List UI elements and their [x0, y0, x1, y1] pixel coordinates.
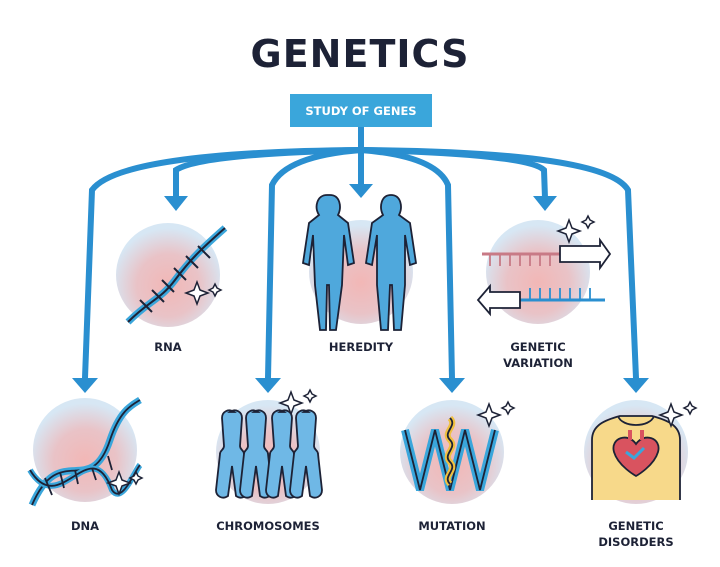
disorders-label-line1: GENETIC: [608, 519, 664, 533]
disorders-label: GENETIC DISORDERS: [581, 518, 691, 550]
variation-label: GENETIC VARIATION: [478, 339, 598, 371]
dna-double-helix-icon: [27, 397, 143, 507]
variation-label-line2: VARIATION: [503, 356, 573, 370]
sparkle-icon: [475, 400, 516, 429]
sparkle-icon: [277, 388, 318, 417]
arrowhead-mutation: [439, 378, 465, 393]
heart-torso-icon: [591, 415, 681, 500]
root-node-box: STUDY OF GENES: [290, 94, 432, 127]
parent-child-silhouette-icon: [301, 194, 418, 331]
chromosomes-label: CHROMOSOMES: [216, 519, 320, 533]
variation-node: [476, 214, 612, 324]
gene-strand-arrows-icon: [476, 237, 612, 317]
arrowhead-heredity: [349, 184, 373, 198]
mutation-node: [400, 400, 516, 504]
arrowhead-variation: [533, 196, 557, 211]
disorders-label-line2: DISORDERS: [598, 535, 674, 549]
variation-label-line1: GENETIC: [510, 340, 566, 354]
sparkle-icon: [657, 400, 698, 429]
rna-circle: [116, 223, 220, 327]
dna-label: DNA: [70, 519, 100, 533]
arrowheads: [72, 184, 649, 393]
connector-lines: [82, 124, 639, 381]
rna-node: [116, 223, 228, 327]
disorders-node: [584, 400, 698, 504]
heredity-label: HEREDITY: [328, 340, 394, 354]
arrowhead-chromosomes: [255, 378, 281, 393]
connector-disorders: [358, 147, 639, 381]
diagram-title: GENETICS: [250, 32, 470, 76]
chromosome-pair-icon: [215, 409, 323, 499]
arrowhead-dna: [72, 378, 98, 393]
root-node-label: STUDY OF GENES: [305, 103, 417, 118]
arrowhead-rna: [164, 196, 188, 211]
rna-helix-icon: [125, 225, 228, 325]
sparkle-icon: [555, 214, 596, 245]
rna-label: RNA: [154, 340, 182, 354]
heredity-node: [301, 194, 418, 331]
sparkle-icon: [183, 279, 223, 307]
sparkle-icon: [105, 469, 144, 497]
dna-node: [27, 397, 144, 507]
chromosomes-node: [215, 388, 323, 504]
mutation-label: MUTATION: [418, 519, 486, 533]
connector-rna: [173, 147, 364, 201]
mutated-dna-icon: [401, 415, 499, 491]
connector-chromosomes: [265, 147, 364, 381]
arrowhead-disorders: [623, 378, 649, 393]
